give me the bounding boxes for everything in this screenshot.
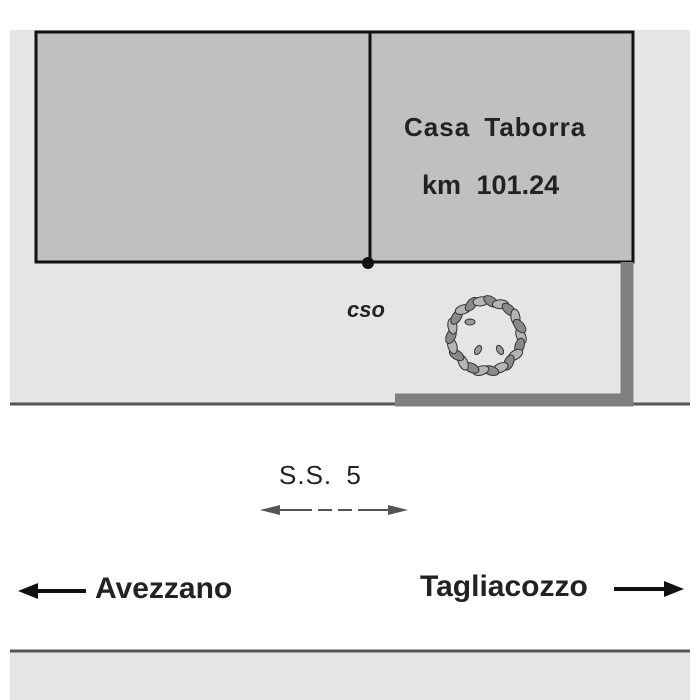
marker-label: cso <box>347 297 385 322</box>
house-name: Casa Taborra <box>404 112 587 142</box>
arrow-right-icon <box>614 581 684 597</box>
tree-leaf <box>512 318 527 334</box>
building-block <box>34 30 635 264</box>
tree-leaf <box>473 344 483 356</box>
direction-east: Tagliacozzo <box>420 570 588 603</box>
road-name: S.S. 5 <box>279 460 362 490</box>
tree-leaf <box>495 344 505 356</box>
arrow-left-icon <box>18 583 86 599</box>
far-roadside-ground <box>10 651 690 700</box>
tree-icon <box>445 295 527 376</box>
tree-leaf <box>464 318 476 326</box>
boundary-wall <box>395 262 634 407</box>
double-arrow-icon <box>260 505 408 515</box>
direction-west: Avezzano <box>95 572 233 605</box>
point-marker-icon <box>362 257 374 269</box>
house-kilometre: km 101.24 <box>422 170 560 200</box>
